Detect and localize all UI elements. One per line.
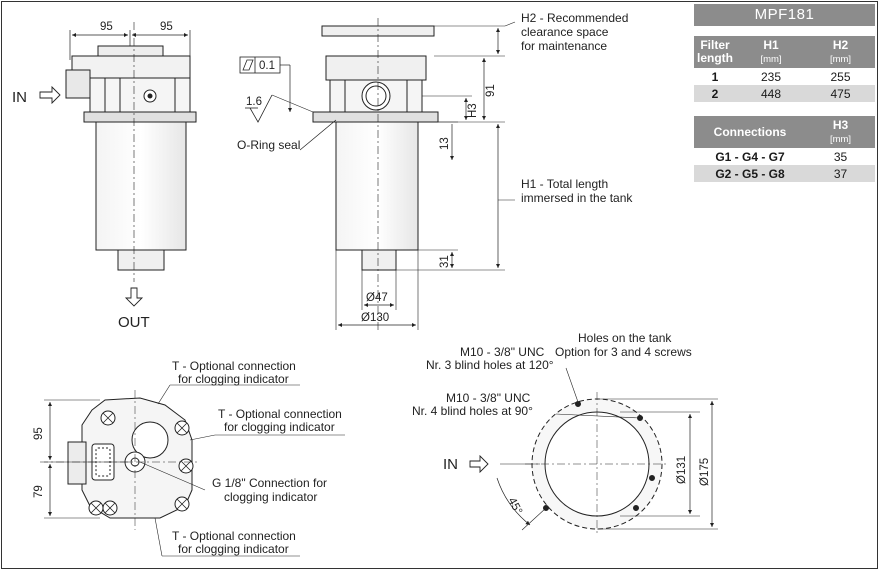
table-row: 2 448 475 <box>694 85 875 102</box>
hdr-h1-text: H1 <box>763 37 779 52</box>
dim-h3: H3 <box>467 103 479 118</box>
h1-cell: 448 <box>760 86 782 101</box>
t-label-2-line1: T - Optional connection <box>218 407 342 421</box>
bottom-view <box>40 384 345 557</box>
length-cell: 2 <box>711 86 719 101</box>
model-title: MPF181 <box>694 4 875 26</box>
t-label-3-line2: for clogging indicator <box>178 542 289 556</box>
connections-table: Connections H3[mm] G1 - G4 - G7 35 G2 - … <box>694 116 875 182</box>
length-table: Filter length H1[mm] H2[mm] 1 235 255 2 … <box>694 36 875 102</box>
hdr-connections: Connections <box>713 124 787 139</box>
hdr-h3-unit: [mm] <box>829 133 852 145</box>
bottom-dim-95: 95 <box>33 427 45 440</box>
dim-91: 91 <box>485 84 497 97</box>
roughness-value: 1.6 <box>246 96 262 108</box>
hdr-h3: H3[mm] <box>806 116 875 148</box>
hdr-filter-length: Filter length <box>697 38 733 65</box>
tank-in-label: IN <box>443 456 458 473</box>
holes-title-line1: Holes on the tank <box>578 331 672 345</box>
hdr-h2-text: H2 <box>832 37 849 52</box>
tank-dim-d175: Ø175 <box>699 458 711 486</box>
oring-label: O-Ring seal <box>237 138 300 152</box>
table-row: G1 - G4 - G7 35 <box>694 148 875 165</box>
dim-d47: Ø47 <box>366 292 388 304</box>
conn-cell: G1 - G4 - G7 <box>715 149 785 164</box>
dim-31: 31 <box>439 255 451 268</box>
h1-label-line1: H1 - Total length <box>521 177 608 191</box>
connections-table-header: Connections H3[mm] <box>694 116 875 148</box>
m10-4-line2: Nr. 4 blind holes at 90° <box>412 404 533 418</box>
front-dim-top-right: 95 <box>160 21 173 33</box>
hdr-h2-unit: [mm] <box>829 53 852 65</box>
tank-dim-d131: Ø131 <box>676 456 688 484</box>
h2-label-line3: for maintenance <box>521 39 607 53</box>
length-cell: 1 <box>711 69 719 84</box>
bottom-dim-79: 79 <box>33 485 45 498</box>
tank-view <box>469 367 718 536</box>
front-view <box>39 22 197 307</box>
t-label-3-line1: T - Optional connection <box>172 529 296 543</box>
conn-cell: G2 - G5 - G8 <box>715 166 785 181</box>
g-label-line1: G 1/8" Connection for <box>212 476 327 490</box>
m10-3-line1: M10 - 3/8" UNC <box>460 345 545 359</box>
h2-label-line1: H2 - Recommended <box>521 11 628 25</box>
h3-cell: 37 <box>833 166 848 181</box>
h2-label-line2: clearance space <box>521 25 609 39</box>
front-out-label: OUT <box>118 314 150 331</box>
t-label-2-line2: for clogging indicator <box>224 420 335 434</box>
m10-3-line2: Nr. 3 blind holes at 120° <box>426 358 554 372</box>
dim-d130: Ø130 <box>361 312 389 324</box>
g-label-line2: clogging indicator <box>224 490 317 504</box>
dim-13: 13 <box>439 137 451 150</box>
table-row: 1 235 255 <box>694 68 875 85</box>
h1-cell: 235 <box>760 69 782 84</box>
hdr-h1: H1[mm] <box>736 36 806 68</box>
length-table-header: Filter length H1[mm] H2[mm] <box>694 36 875 68</box>
t-label-1-line1: T - Optional connection <box>172 359 296 373</box>
h2-cell: 255 <box>830 69 851 84</box>
t-label-1-line2: for clogging indicator <box>178 372 289 386</box>
holes-title-line2: Option for 3 and 4 screws <box>555 345 692 359</box>
bottom-bolt-holes <box>88 410 194 516</box>
h3-cell: 35 <box>833 149 848 164</box>
h1-label-line2: immersed in the tank <box>521 191 633 205</box>
hdr-h3-text: H3 <box>832 117 849 132</box>
h2-cell: 475 <box>830 86 851 101</box>
front-dim-top-left: 95 <box>100 21 113 33</box>
hdr-h1-unit: [mm] <box>760 53 782 65</box>
tank-dim-45: 45° <box>505 496 524 517</box>
side-view <box>239 18 516 330</box>
hdr-h2: H2[mm] <box>806 36 875 68</box>
flatness-value: 0.1 <box>259 60 275 72</box>
table-row: G2 - G5 - G8 37 <box>694 165 875 182</box>
front-in-label: IN <box>12 89 27 106</box>
m10-4-line1: M10 - 3/8" UNC <box>446 391 531 405</box>
